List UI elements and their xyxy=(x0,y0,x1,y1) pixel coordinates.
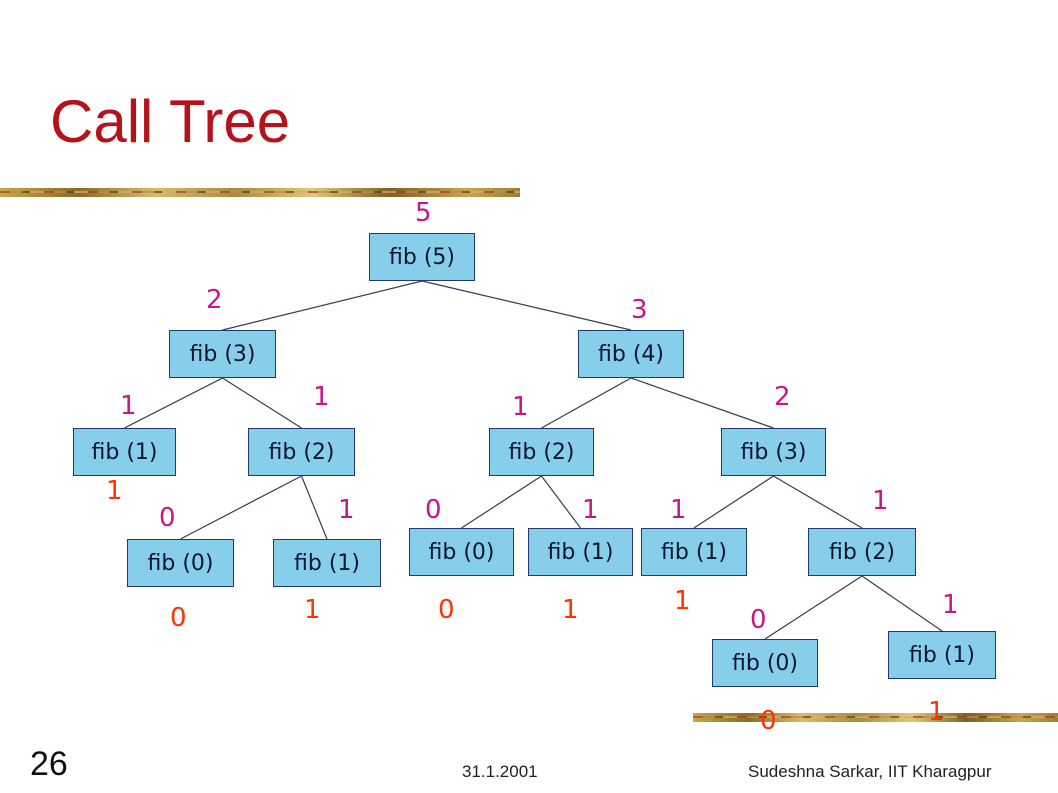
tree-edge-n13-n15 xyxy=(861,575,943,632)
tree-node-n7: fib (1) xyxy=(273,539,381,587)
value-label-n4: 1 xyxy=(106,476,123,506)
return-label-n11: 1 xyxy=(582,495,599,525)
tree-node-n11: fib (1) xyxy=(528,528,633,576)
return-label-n13: 1 xyxy=(872,486,889,516)
return-label-n14: 0 xyxy=(750,605,767,635)
tree-edge-n1-n2 xyxy=(222,280,423,331)
tree-edge-n8-n11 xyxy=(541,475,581,529)
value-label-n11: 1 xyxy=(562,595,579,625)
bottom-decorative-bar xyxy=(693,713,1058,722)
return-label-n12: 1 xyxy=(670,495,687,525)
return-label-n7: 1 xyxy=(338,495,355,525)
return-label-n9: 2 xyxy=(774,382,791,412)
tree-edge-n3-n8 xyxy=(541,377,632,429)
tree-edge-n1-n3 xyxy=(421,280,632,331)
tree-node-n15: fib (1) xyxy=(888,631,996,679)
value-label-n12: 1 xyxy=(674,586,691,616)
tree-edge-n5-n6 xyxy=(180,475,302,540)
slide-number: 26 xyxy=(30,745,68,783)
footer-date: 31.1.2001 xyxy=(462,762,538,781)
slide-title: Call Tree xyxy=(50,88,291,155)
value-label-n10: 0 xyxy=(438,595,455,625)
tree-node-n2: fib (3) xyxy=(169,330,276,378)
tree-node-n6: fib (0) xyxy=(127,539,234,587)
return-label-n3: 3 xyxy=(631,295,648,325)
tree-node-n3: fib (4) xyxy=(578,330,684,378)
value-label-n15: 1 xyxy=(928,697,945,727)
tree-node-n1: fib (5) xyxy=(369,233,475,281)
tree-edge-n9-n12 xyxy=(693,475,774,529)
tree-node-n13: fib (2) xyxy=(808,528,916,576)
tree-node-n4: fib (1) xyxy=(73,428,176,476)
return-label-n15: 1 xyxy=(942,590,959,620)
tree-edge-n13-n14 xyxy=(764,575,863,640)
value-label-n6: 0 xyxy=(170,603,187,633)
tree-node-n8: fib (2) xyxy=(489,428,594,476)
return-label-n1: 5 xyxy=(415,198,432,228)
return-label-n8: 1 xyxy=(512,392,529,422)
footer-author: Sudeshna Sarkar, IIT Kharagpur xyxy=(748,762,992,781)
tree-edge-n3-n9 xyxy=(630,377,774,429)
tree-edge-n5-n7 xyxy=(300,475,328,540)
tree-node-n12: fib (1) xyxy=(641,528,747,576)
tree-node-n14: fib (0) xyxy=(712,639,818,687)
return-label-n10: 0 xyxy=(425,495,442,525)
value-label-n14: 0 xyxy=(760,706,777,736)
return-label-n5: 1 xyxy=(313,382,330,412)
return-label-n4: 1 xyxy=(120,391,137,421)
return-label-n6: 0 xyxy=(159,503,176,533)
tree-edge-n9-n13 xyxy=(773,475,863,529)
tree-edge-n2-n4 xyxy=(124,377,223,429)
tree-edge-n2-n5 xyxy=(222,377,302,429)
tree-node-n9: fib (3) xyxy=(721,428,826,476)
tree-edge-n8-n10 xyxy=(461,475,542,529)
return-label-n2: 2 xyxy=(206,285,223,315)
value-label-n7: 1 xyxy=(304,595,321,625)
tree-node-n10: fib (0) xyxy=(409,528,514,576)
top-decorative-bar xyxy=(0,188,520,197)
tree-node-n5: fib (2) xyxy=(248,428,355,476)
